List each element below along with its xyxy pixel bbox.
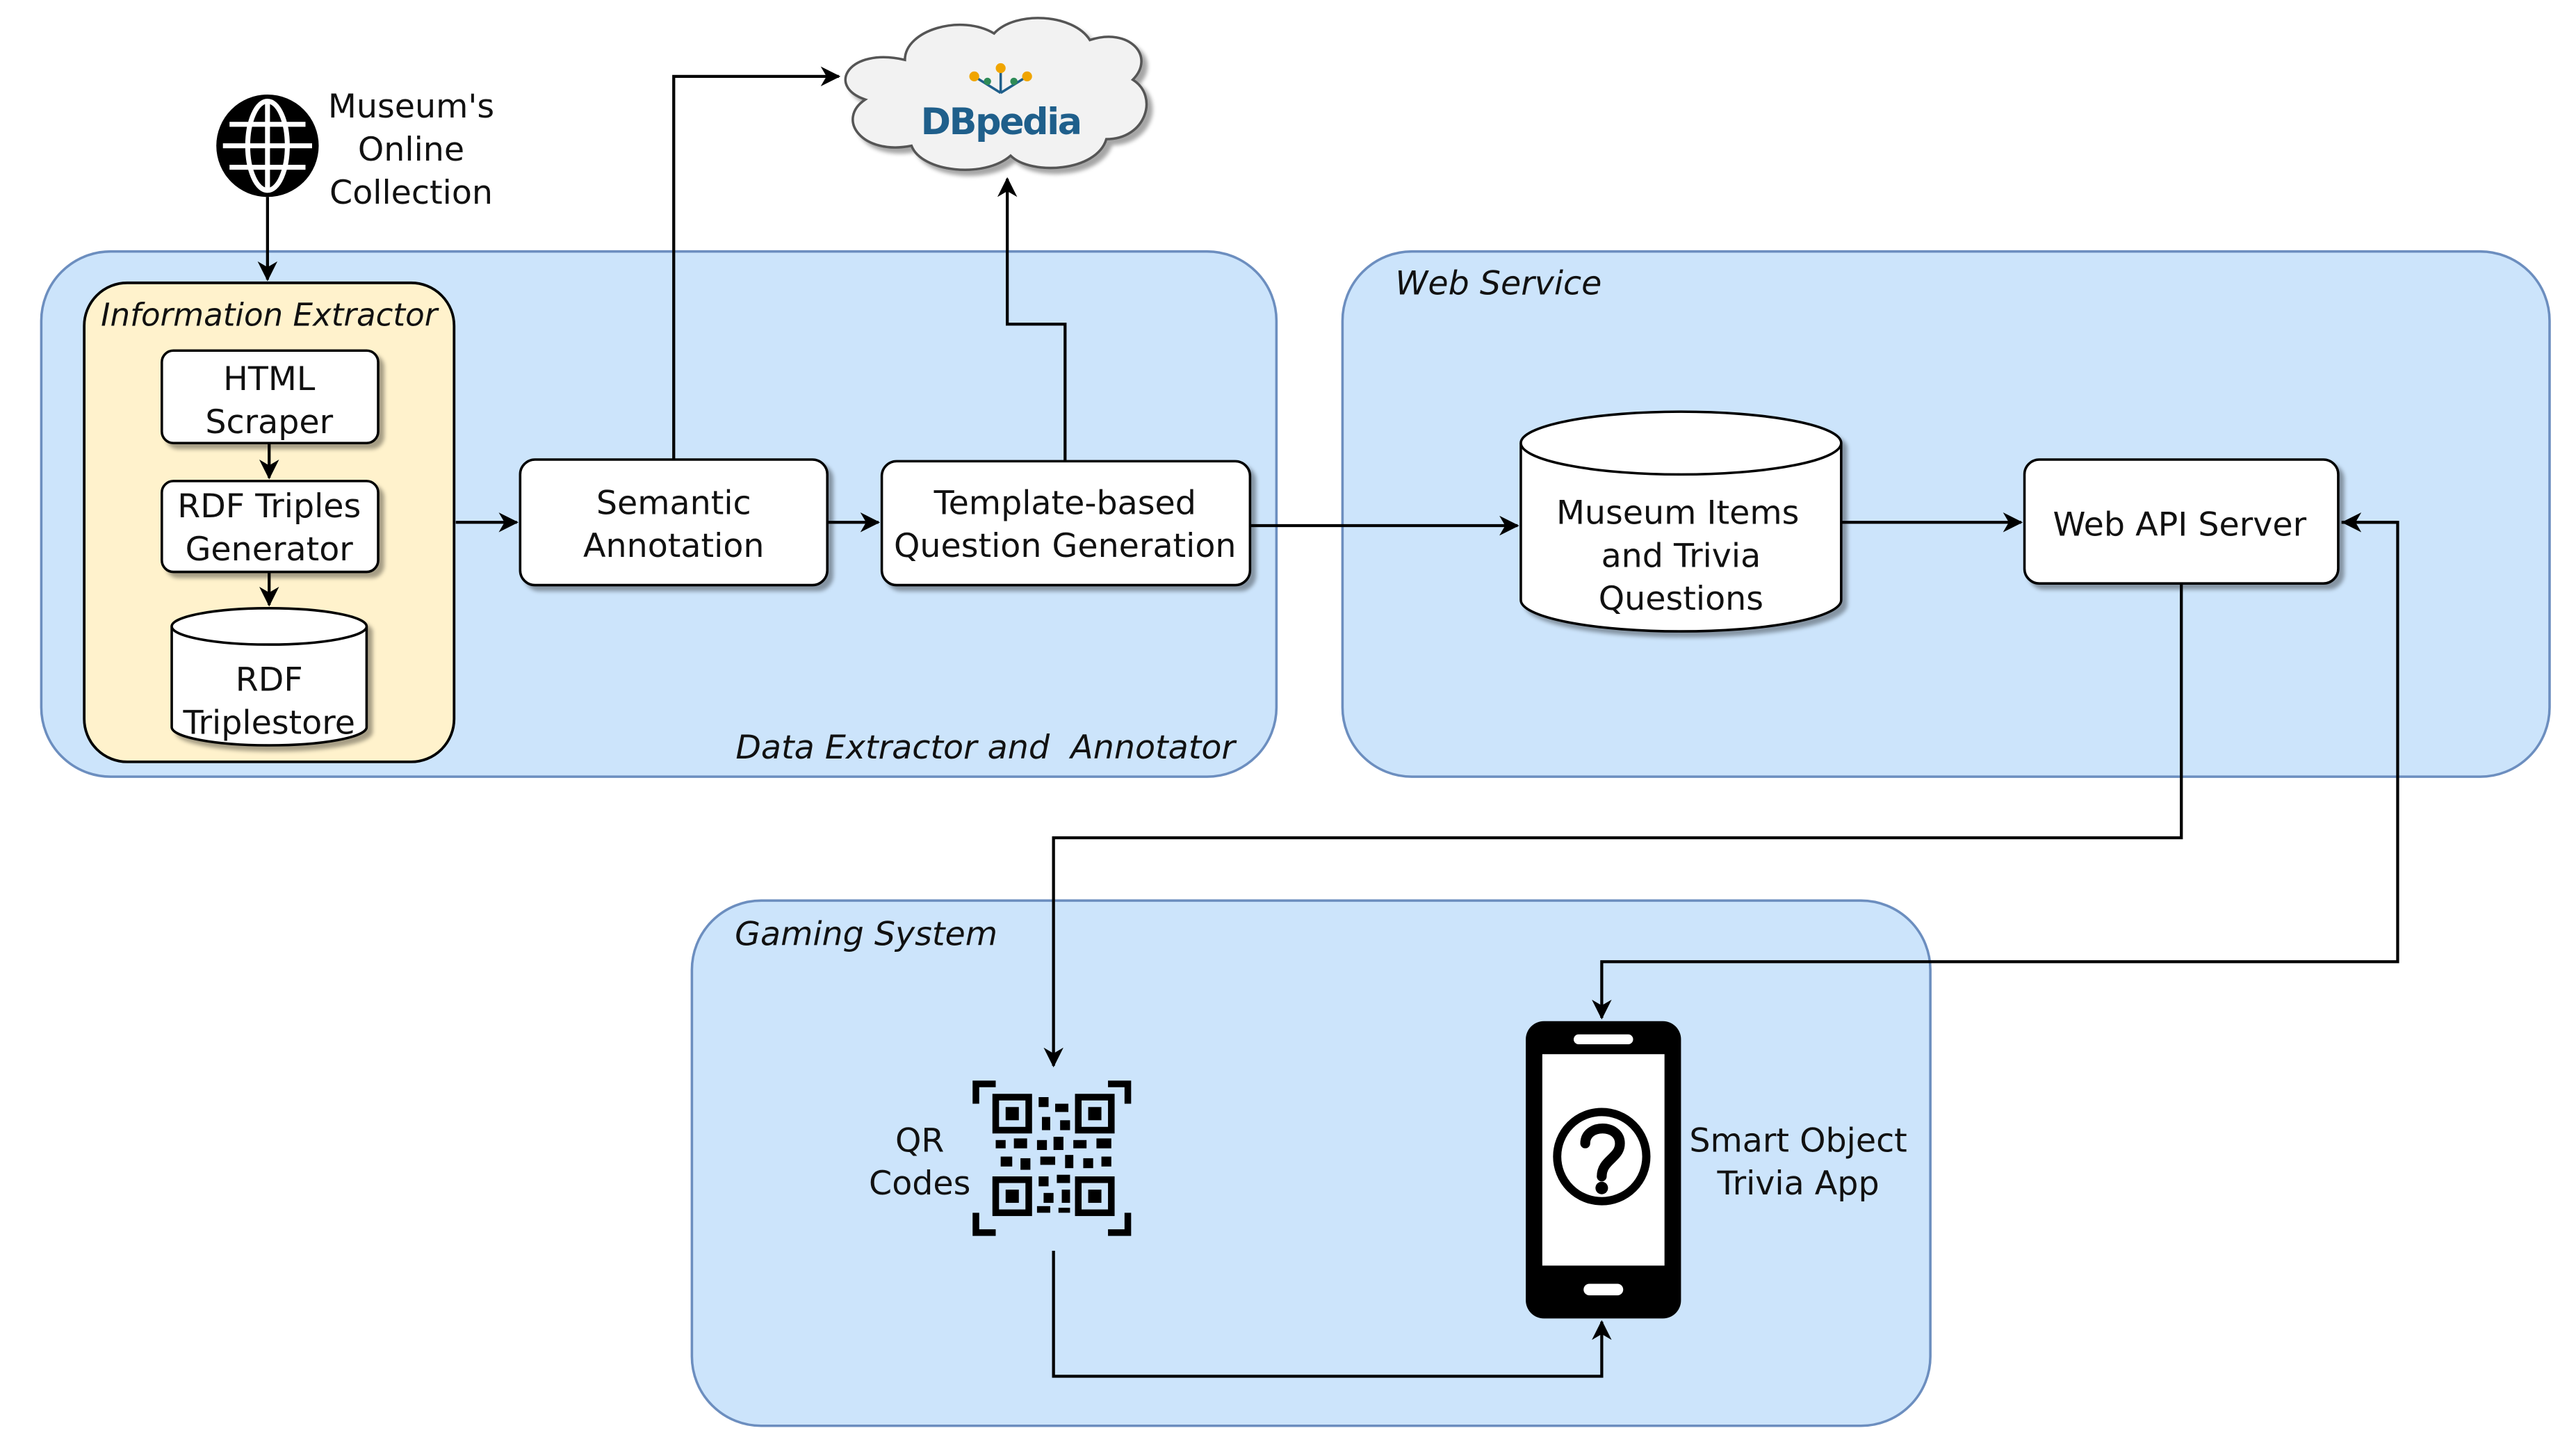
semantic-annotation-line2: Annotation	[583, 527, 764, 565]
museum-items-line1: Museum Items	[1556, 494, 1799, 533]
smartphone-icon	[1526, 1021, 1681, 1319]
museum-items-line2: and Trivia	[1601, 537, 1761, 575]
question-generation-line2: Question Generation	[894, 527, 1237, 565]
gaming-system-label: Gaming System	[735, 915, 997, 953]
web-service-label: Web Service	[1395, 264, 1601, 302]
museum-collection-line1: Museum's	[328, 88, 494, 126]
semantic-annotation-node: Semantic Annotation	[519, 458, 829, 587]
data-extractor-label: Data Extractor and Annotator	[735, 729, 1237, 767]
edge-annotation-to-dbpedia	[672, 66, 841, 460]
trivia-app-line1: Smart Object	[1689, 1121, 1907, 1160]
edge-api-to-qr	[1043, 583, 2183, 1068]
museum-items-db-node: Museum Items and Trivia Questions	[1519, 410, 1843, 633]
rdf-triples-generator-line1: RDF Triples	[177, 487, 361, 526]
cloud-icon	[844, 17, 1148, 172]
rdf-triplestore-line1: RDF	[236, 661, 303, 699]
rdf-triplestore-line2: Triplestore	[182, 704, 354, 742]
rdf-triples-generator-line2: Generator	[186, 530, 354, 569]
semantic-annotation-line1: Semantic	[596, 484, 751, 522]
qr-codes-line2: Codes	[869, 1165, 970, 1203]
html-scraper-node: HTML Scraper	[161, 349, 380, 445]
information-extractor-label: Information Extractor	[101, 297, 439, 334]
dbpedia-logo: DBpedia	[921, 63, 1082, 143]
qr-codes-line1: QR	[895, 1121, 944, 1160]
web-service-group	[1341, 250, 2551, 778]
question-icon	[1553, 1108, 1651, 1206]
question-generation-node: Template-based Question Generation	[880, 460, 1252, 587]
edge-qr-to-app	[1052, 1250, 1612, 1378]
html-scraper-line2: Scraper	[205, 403, 333, 441]
rdf-triples-generator-node: RDF Triples Generator	[161, 480, 380, 574]
database-icon	[1519, 410, 1843, 633]
globe-icon	[216, 95, 319, 197]
web-api-server-label: Web API Server	[2053, 505, 2307, 544]
museum-items-line3: Questions	[1599, 580, 1763, 618]
database-icon	[170, 607, 368, 747]
web-api-server-node: Web API Server	[2023, 458, 2340, 585]
rdf-triplestore-node: RDF Triplestore	[170, 607, 368, 747]
edge-questions-to-dbpedia	[997, 177, 1067, 462]
question-generation-line1: Template-based	[934, 484, 1196, 522]
qr-code-icon	[972, 1080, 1132, 1236]
museum-collection-line2: Online	[358, 131, 464, 169]
dbpedia-text: DBpedia	[921, 101, 1081, 143]
museum-collection-line3: Collection	[329, 174, 493, 212]
dbpedia-node: DBpedia	[844, 17, 1148, 172]
trivia-app-line2: Trivia App	[1717, 1165, 1880, 1203]
gaming-system-group	[690, 899, 1932, 1427]
html-scraper-line1: HTML	[223, 360, 316, 398]
